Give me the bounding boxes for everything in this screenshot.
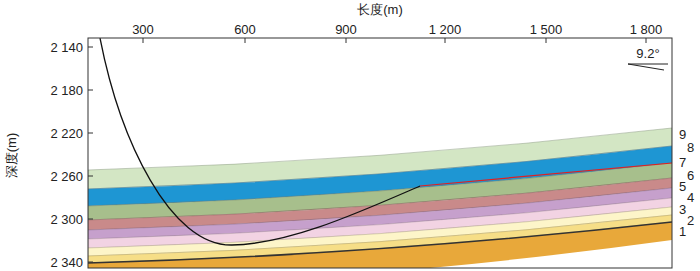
tick-label: 1 800 — [630, 22, 663, 37]
tick-label: 2 180 — [50, 83, 83, 98]
tick-label: 2 140 — [50, 40, 83, 55]
axis-title: 深度(m) — [5, 132, 20, 178]
tick-label: 1 500 — [530, 22, 563, 37]
layer-number: 7 — [679, 155, 686, 170]
strata — [88, 38, 672, 268]
layer-number: 9 — [679, 127, 686, 142]
well-trajectory — [100, 38, 420, 245]
layer-number: 1 — [679, 224, 686, 239]
dip-angle: 9.2° — [636, 46, 659, 61]
tick-label: 2 300 — [50, 212, 83, 227]
layer-1 — [88, 222, 672, 268]
axis-ticks — [88, 38, 646, 262]
tick-label: 2 220 — [50, 126, 83, 141]
dip-symbol — [628, 64, 668, 70]
layer-number: 5 — [679, 179, 686, 194]
tick-label: 300 — [132, 22, 154, 37]
tick-label: 2 260 — [50, 169, 83, 184]
layer-number: 3 — [679, 202, 686, 217]
layer-1-top — [88, 222, 672, 263]
tick-label: 900 — [335, 22, 357, 37]
axis-title: 长度(m) — [357, 2, 403, 17]
tick-label: 600 — [234, 22, 256, 37]
plot-frame — [88, 38, 672, 268]
layer-number: 8 — [687, 140, 694, 155]
horizontal-section — [420, 163, 672, 186]
tick-label: 2 340 — [50, 255, 83, 270]
tick-label: 1 200 — [429, 22, 462, 37]
layer-number: 6 — [687, 168, 694, 183]
layer-number: 4 — [687, 190, 694, 205]
layer-number: 2 — [687, 213, 694, 228]
